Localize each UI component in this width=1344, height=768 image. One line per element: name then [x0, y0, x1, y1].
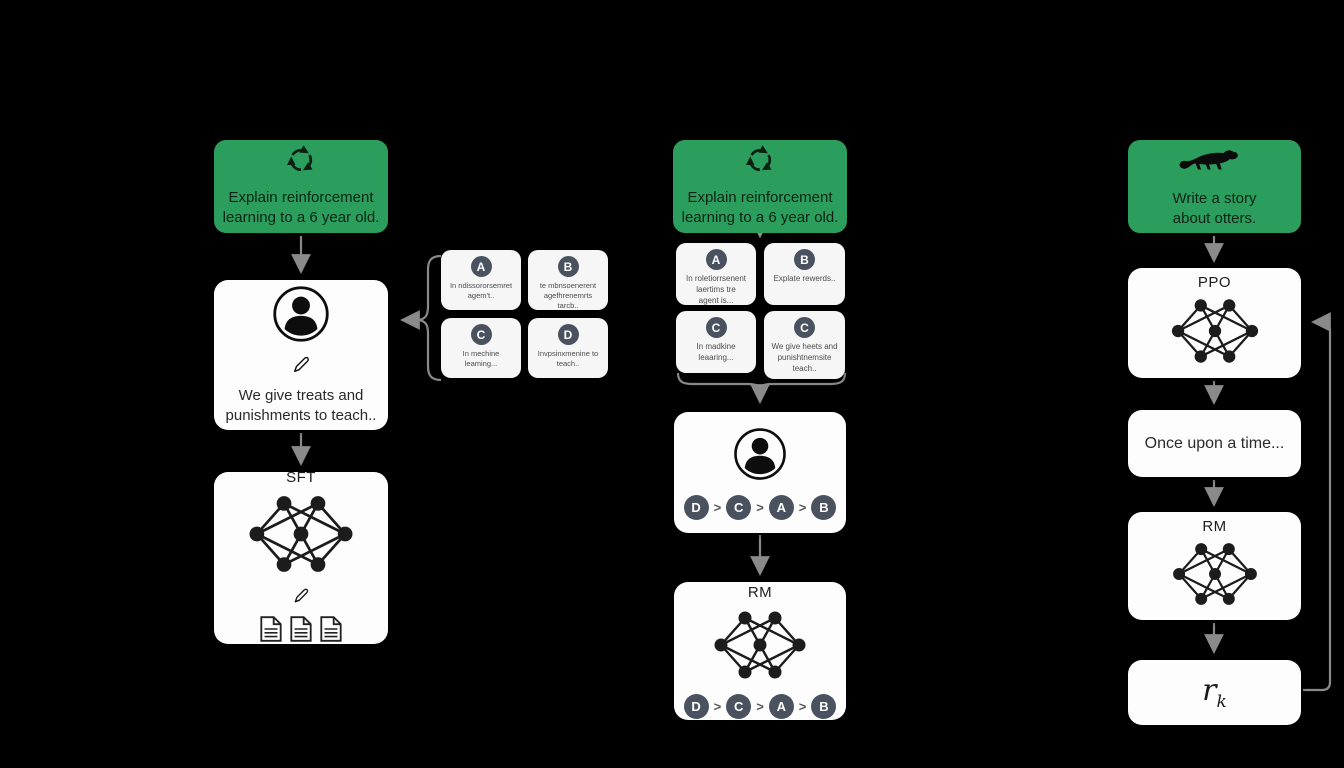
sample-text: In mechine leaming... [462, 349, 500, 369]
pencil-icon [292, 587, 310, 610]
rm-label: RM [747, 583, 773, 601]
rank-separator: > [798, 698, 807, 714]
sample-text: Explate rewerds.. [773, 274, 836, 283]
stage2-sample-a: A In roletiorrsenent laertims tre agent … [676, 243, 756, 305]
rm-label: RM [1202, 518, 1227, 535]
stage2-sample-b: B Explate rewerds.. [764, 243, 845, 305]
pencil-icon [291, 355, 311, 380]
stage2-sample-d: C We give heets and punishtnemsite teach… [764, 311, 845, 379]
sample-letter-badge: D [557, 324, 579, 345]
reward-symbol: rk [1202, 673, 1227, 712]
rank-badge: B [811, 693, 837, 719]
neural-network-icon [710, 607, 810, 688]
stage1-labeler-text: We give treats and punishments to teach.… [225, 386, 377, 424]
stage3-rm-box: RM [1128, 512, 1301, 620]
sample-letter-badge: A [470, 256, 492, 277]
ppo-label: PPO [1197, 274, 1232, 291]
stage1-sft-box: SFT [214, 468, 388, 644]
sample-letter-badge: B [557, 256, 579, 277]
neural-network-icon [1166, 295, 1264, 372]
sample-letter-badge: A [705, 249, 727, 270]
stage3-output-text: Once upon a time... [1144, 434, 1285, 452]
document-icon [319, 615, 343, 648]
otter-icon [1177, 144, 1253, 183]
rank-badge: A [768, 693, 794, 719]
person-icon [732, 426, 788, 487]
stage2-labeler-box: D > C > A > B [674, 412, 846, 533]
sample-text: Invpsinxmenine to teach.. [537, 349, 599, 369]
rank-separator: > [713, 698, 722, 714]
sample-letter-badge: C [705, 317, 727, 338]
sample-text: In madkine leaaring... [696, 342, 736, 362]
sample-text: We give heets and punishtnemsite teach.. [771, 342, 838, 373]
rank-badge: B [811, 494, 837, 520]
document-icon [289, 615, 313, 648]
person-icon [271, 284, 331, 349]
ranking-row: D > C > A > B [683, 494, 837, 520]
sample-letter-badge: C [470, 324, 492, 345]
neural-network-icon [1166, 539, 1264, 614]
stage1-labeler-box: We give treats and punishments to teach.… [214, 280, 388, 430]
stage1-sample-d: D Invpsinxmenine to teach.. [528, 318, 608, 378]
rank-badge: A [768, 494, 794, 520]
ranking-row: D > C > A > B [683, 693, 837, 719]
stage3-prompt-box: Write a story about otters. [1128, 140, 1301, 233]
documents-row [259, 615, 343, 648]
rank-badge: C [726, 494, 752, 520]
stage1-prompt-box: Explain reinforcement learning to a 6 ye… [214, 140, 388, 233]
stage2-sample-c: C In madkine leaaring... [676, 311, 756, 373]
stage3-ppo-box: PPO [1128, 268, 1301, 378]
rank-separator: > [713, 499, 722, 515]
document-icon [259, 615, 283, 648]
stage1-prompt-text: Explain reinforcement learning to a 6 ye… [222, 189, 380, 226]
rank-badge: D [683, 693, 709, 719]
stage1-sample-a: A In ndissororsemret agem't.. [441, 250, 521, 310]
rank-separator: > [756, 499, 764, 515]
stage3-output-box: Once upon a time... [1128, 410, 1301, 477]
cycle-icon [745, 145, 775, 180]
stage2-prompt-text: Explain reinforcement learning to a 6 ye… [681, 189, 839, 226]
stage1-sample-c: C In mechine leaming... [441, 318, 521, 378]
rank-badge: D [683, 494, 709, 520]
stage3-prompt-text: Write a story about otters. [1172, 190, 1257, 227]
stage3-reward-box: rk [1128, 660, 1301, 725]
sample-text: te mbnsoenerent agefhrenemrts tarcb.. [539, 281, 597, 311]
sample-letter-badge: B [794, 249, 815, 270]
stage2-prompt-box: Explain reinforcement learning to a 6 ye… [673, 140, 847, 233]
stage1-sample-b: B te mbnsoenerent agefhrenemrts tarcb.. [528, 250, 608, 310]
neural-network-icon [245, 491, 357, 582]
stage2-rm-box: RM D > C > A > B [674, 582, 846, 720]
rank-separator: > [798, 499, 807, 515]
rank-separator: > [756, 698, 764, 714]
cycle-icon [286, 145, 316, 180]
sample-letter-badge: C [794, 317, 815, 338]
sft-label: SFT [286, 468, 316, 486]
rank-badge: C [726, 693, 752, 719]
sample-text: In roletiorrsenent laertims tre agent is… [685, 274, 747, 305]
sample-text: In ndissororsemret agem't.. [449, 281, 513, 301]
